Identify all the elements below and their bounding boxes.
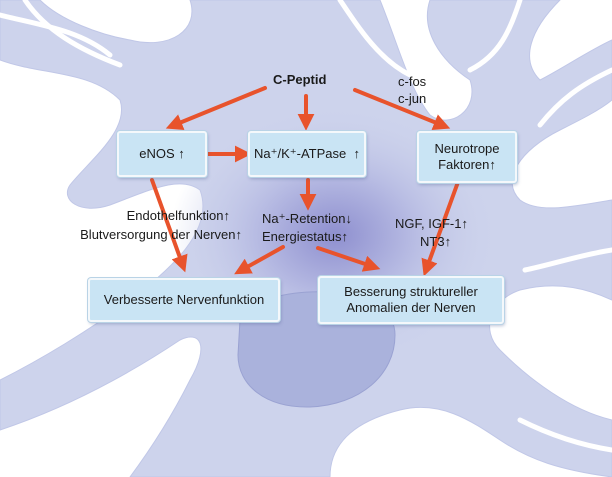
atpase-label: Na⁺/K⁺-ATPase — [254, 146, 347, 161]
nervenfunktion-label: Verbesserte Nervenfunktion — [103, 292, 265, 307]
up-arrow-icon: ↑ — [461, 216, 468, 231]
besserung-label-2: Anomalien der Nerven — [346, 300, 476, 315]
arrow-enos-nervenfunktion — [150, 178, 188, 273]
faktoren-label: Faktoren — [438, 157, 490, 172]
up-arrow-icon: ↑ — [235, 227, 243, 242]
arrow-retention-besserung — [316, 246, 381, 272]
neurotrope-label: Neurotrope — [434, 141, 500, 156]
up-arrow-icon: ↑ — [223, 208, 231, 223]
nervenfunktion-box: Verbesserte Nervenfunktion — [88, 278, 280, 322]
besserung-label-1: Besserung struktureller — [344, 284, 478, 299]
down-arrow-icon: ↓ — [345, 211, 352, 226]
neurotrope-box: Neurotrope Faktoren↑ — [417, 131, 517, 183]
enos-label: eNOS — [139, 146, 175, 161]
c-jun-label: c-jun — [398, 91, 427, 106]
besserung-box: Besserung struktureller Anomalien der Ne… — [318, 276, 504, 324]
atpase-box: Na⁺/K⁺-ATPase ↑ — [248, 131, 366, 177]
up-arrow-icon: ↑ — [489, 157, 496, 172]
c-peptid-label: C-Peptid — [273, 72, 327, 87]
blutversorgung-label: Blutversorgung der Nerven↑ — [80, 227, 243, 242]
c-fos-label: c-fos — [398, 74, 427, 89]
retention-label: Na⁺-Retention↓ — [262, 211, 352, 226]
arrow-retention-nervenfunktion — [234, 245, 285, 275]
enos-box: eNOS ↑ — [117, 131, 207, 177]
energiestatus-label: Energiestatus↑ — [262, 229, 349, 244]
up-arrow-icon: ↑ — [353, 146, 360, 161]
arrows — [150, 86, 460, 277]
arrow-cpeptid-enos — [165, 86, 267, 130]
ngf-label: NGF, IGF-1↑ — [395, 216, 468, 231]
arrow-cpeptid-neurotrope — [353, 88, 451, 131]
nt3-label: NT3↑ — [420, 234, 452, 249]
arrow-neurotrope-besserung — [421, 180, 460, 277]
up-arrow-icon: ↑ — [341, 229, 349, 244]
up-arrow-icon: ↑ — [178, 146, 185, 161]
up-arrow-icon: ↑ — [444, 234, 452, 249]
endothel-label: Endothelfunktion↑ — [126, 208, 231, 223]
